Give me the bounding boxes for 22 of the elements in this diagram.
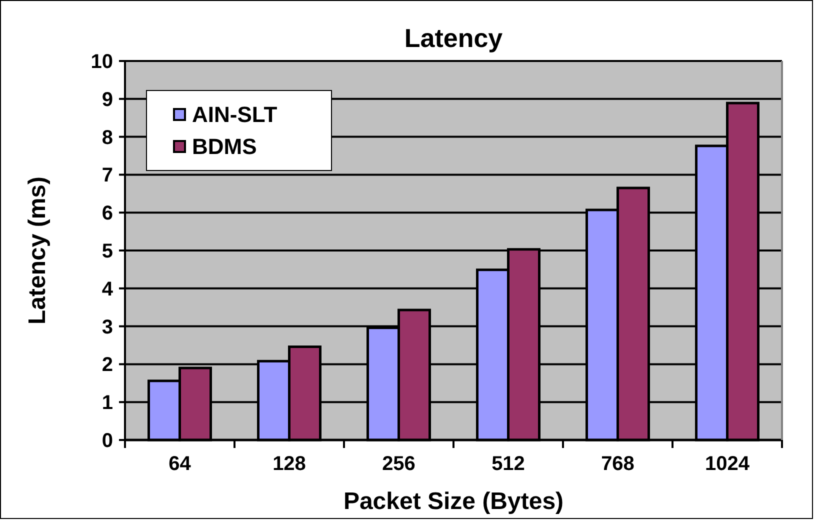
y-tick-label: 3 (102, 316, 113, 338)
y-tick-label: 7 (102, 164, 113, 187)
y-tick-label: 9 (102, 88, 113, 111)
y-tick-label: 1 (102, 392, 113, 414)
y-tick-label: 0 (102, 430, 113, 452)
y-tick-label: 5 (102, 240, 113, 262)
y-tick-label: 4 (102, 278, 113, 300)
x-tick-label: 64 (168, 453, 191, 475)
x-tick-label: 256 (382, 453, 416, 475)
x-tick-label: 1024 (705, 453, 750, 475)
x-axis-title: Packet Size (Bytes) (343, 488, 564, 515)
legend-label: BDMS (192, 134, 257, 160)
y-axis-title: Latency (ms) (24, 176, 51, 325)
y-tick-label: 8 (102, 126, 113, 149)
legend-label: AIN-SLT (192, 102, 278, 128)
y-tick-label: 10 (90, 51, 113, 73)
x-tick-label: 512 (492, 453, 525, 475)
y-tick-label: 2 (102, 354, 113, 376)
x-tick-label: 768 (601, 453, 634, 475)
y-tick-label: 6 (102, 202, 113, 225)
x-tick-label: 128 (272, 453, 306, 475)
chart-title: Latency (404, 23, 503, 53)
